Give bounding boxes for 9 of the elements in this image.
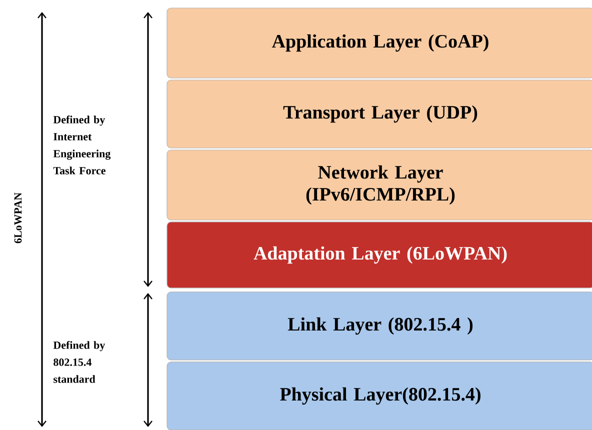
layer-box: Link Layer (802.15.4 ) (166, 292, 592, 360)
layer-box: Adaptation Layer (6LoWPAN) (166, 222, 592, 288)
layer-box: Transport Layer (UDP) (166, 80, 592, 148)
layer-box: Application Layer (CoAP) (166, 8, 592, 78)
note-text: Defined by 802.15.4 standard (53, 341, 106, 383)
layer-box: Physical Layer(802.15.4) (166, 362, 592, 430)
side-label: 6LoWPAN (14, 192, 22, 244)
note-text: Defined by Internet Engineering Task Force (53, 116, 111, 174)
layer-box: Network Layer (IPv6/ICMP/RPL) (166, 150, 592, 220)
